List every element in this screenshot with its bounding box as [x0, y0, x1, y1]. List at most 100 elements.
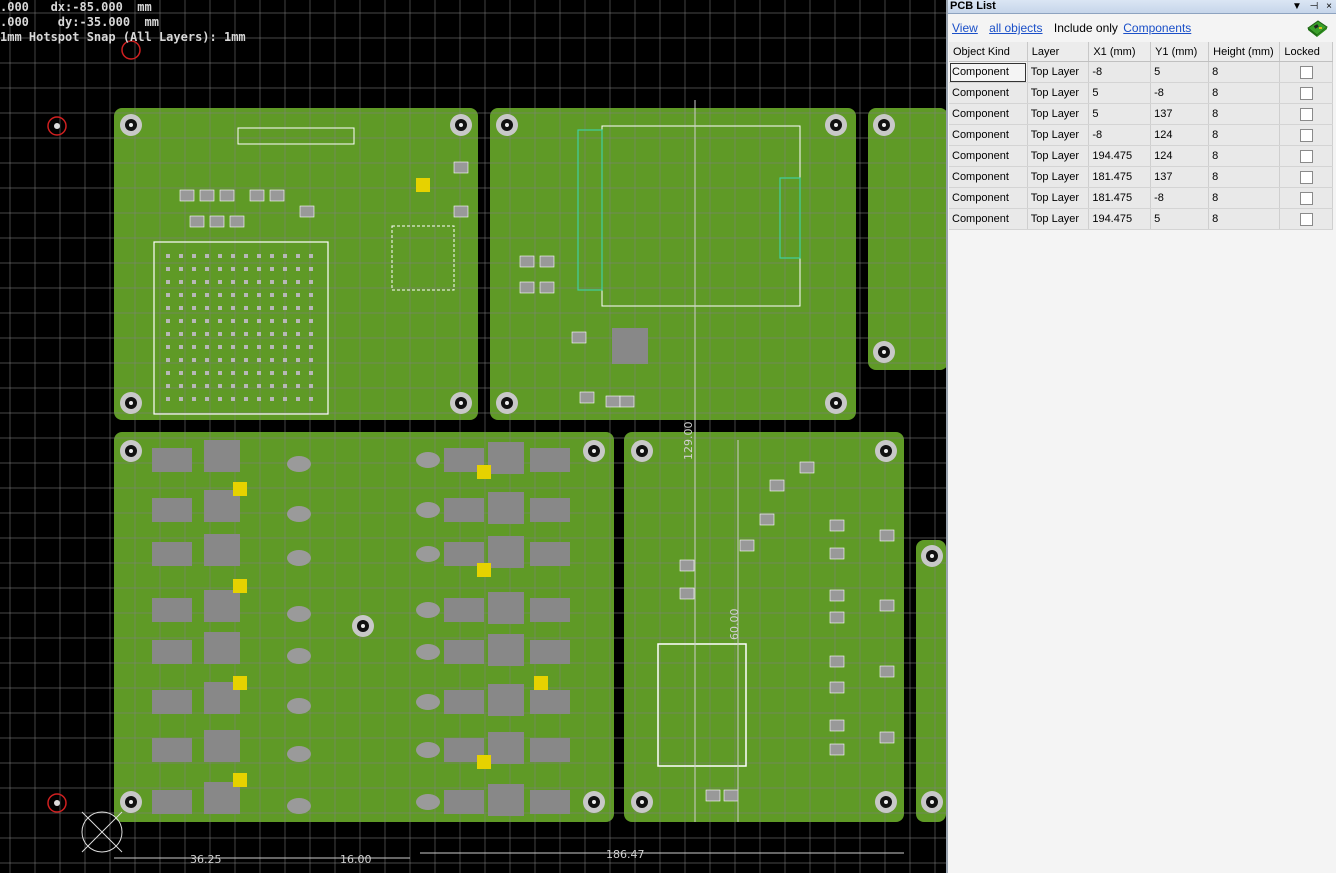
cell-layer[interactable]: Top Layer [1027, 82, 1090, 104]
cell-height[interactable]: 8 [1208, 124, 1281, 146]
mounting-hole [129, 401, 133, 405]
cell-layer[interactable]: Top Layer [1027, 103, 1090, 125]
bga-ball [309, 280, 313, 284]
qfn-outline [391, 225, 455, 291]
components-link[interactable]: Components [1123, 21, 1192, 35]
cell-kind[interactable]: Component [949, 103, 1028, 125]
close-icon[interactable]: × [1326, 1, 1332, 12]
cell-height[interactable]: 8 [1208, 103, 1281, 125]
locked-checkbox[interactable] [1299, 191, 1313, 205]
mosfet-pad [152, 738, 192, 762]
locked-checkbox[interactable] [1299, 86, 1313, 100]
cell-kind[interactable]: Component [949, 166, 1028, 188]
bga-ball [231, 293, 235, 297]
panel-filter-bar: View all objects Include only Components [948, 14, 1336, 42]
locked-checkbox[interactable] [1299, 149, 1313, 163]
cell-layer[interactable]: Top Layer [1027, 145, 1090, 167]
column-header[interactable]: Height (mm) [1208, 42, 1281, 62]
oval-pad [287, 746, 311, 762]
smd-component [799, 461, 815, 474]
cell-kind[interactable]: Component [949, 82, 1028, 104]
cell-x1[interactable]: 181.475 [1088, 166, 1152, 188]
mosfet-pad [204, 590, 240, 622]
bga-ball [283, 397, 287, 401]
cell-x1[interactable]: -8 [1088, 124, 1152, 146]
cell-y1[interactable]: 5 [1150, 61, 1210, 83]
oval-pad [416, 694, 440, 710]
locked-checkbox[interactable] [1299, 212, 1313, 226]
column-header[interactable]: Y1 (mm) [1150, 42, 1210, 62]
column-header[interactable]: Layer [1027, 42, 1090, 62]
locked-checkbox[interactable] [1299, 65, 1313, 79]
column-header[interactable]: Object Kind [949, 42, 1028, 62]
all-objects-link[interactable]: all objects [989, 21, 1043, 35]
cell-height[interactable]: 8 [1208, 145, 1281, 167]
locked-checkbox[interactable] [1299, 170, 1313, 184]
board-icon[interactable] [1306, 18, 1328, 38]
cell-y1[interactable]: -8 [1150, 82, 1210, 104]
bga-ball [218, 319, 222, 323]
connector-outline [779, 177, 801, 259]
mosfet-pad [152, 542, 192, 566]
cell-y1[interactable]: 137 [1150, 166, 1210, 188]
pcb-board [114, 108, 478, 420]
cell-layer[interactable]: Top Layer [1027, 166, 1090, 188]
pcb-canvas[interactable]: .000 dx:-85.000 mm .000 dy:-35.000 mm 1m… [0, 0, 946, 873]
cell-x1[interactable]: 194.475 [1088, 208, 1152, 230]
bga-ball [283, 306, 287, 310]
cell-layer[interactable]: Top Layer [1027, 124, 1090, 146]
cell-height[interactable]: 8 [1208, 208, 1281, 230]
cell-height[interactable]: 8 [1208, 166, 1281, 188]
cell-kind[interactable]: Component [949, 187, 1028, 209]
cell-x1[interactable]: 181.475 [1088, 187, 1152, 209]
cell-layer[interactable]: Top Layer [1027, 61, 1090, 83]
cell-layer[interactable]: Top Layer [1027, 187, 1090, 209]
bga-ball [166, 319, 170, 323]
cell-kind[interactable]: Component [949, 208, 1028, 230]
mosfet-pad [204, 632, 240, 664]
cell-y1[interactable]: 124 [1150, 124, 1210, 146]
cell-x1[interactable]: 194.475 [1088, 145, 1152, 167]
qfp-outline [657, 643, 747, 767]
cell-kind[interactable]: Component [949, 124, 1028, 146]
pin-icon[interactable]: ⊣ [1309, 1, 1319, 12]
smd-component [209, 215, 225, 228]
mounting-hole [129, 449, 133, 453]
cell-y1[interactable]: 137 [1150, 103, 1210, 125]
pcb-drawing[interactable] [0, 0, 946, 873]
cell-y1[interactable]: 124 [1150, 145, 1210, 167]
locked-checkbox[interactable] [1299, 107, 1313, 121]
panel-menu-icon[interactable]: ▼ [1291, 1, 1302, 12]
smd-component [179, 189, 195, 202]
cell-x1[interactable]: 5 [1088, 103, 1152, 125]
cell-kind[interactable]: Component [949, 61, 1028, 83]
cell-height[interactable]: 8 [1208, 61, 1281, 83]
bga-ball [296, 319, 300, 323]
cell-height[interactable]: 8 [1208, 82, 1281, 104]
cell-height[interactable]: 8 [1208, 187, 1281, 209]
bga-ball [205, 358, 209, 362]
column-header[interactable]: Locked [1279, 42, 1333, 62]
mounting-hole [640, 449, 644, 453]
bga-ball [283, 319, 287, 323]
cell-kind[interactable]: Component [949, 145, 1028, 167]
cell-x1[interactable]: 5 [1088, 82, 1152, 104]
cell-layer[interactable]: Top Layer [1027, 208, 1090, 230]
oval-pad [416, 742, 440, 758]
cell-y1[interactable]: 5 [1150, 208, 1210, 230]
column-header[interactable]: X1 (mm) [1088, 42, 1152, 62]
origin-crosshair [81, 811, 123, 853]
cell-x1[interactable]: -8 [1088, 61, 1152, 83]
bga-ball [231, 280, 235, 284]
view-link[interactable]: View [952, 21, 978, 35]
cell-y1[interactable]: -8 [1150, 187, 1210, 209]
locked-checkbox[interactable] [1299, 128, 1313, 142]
